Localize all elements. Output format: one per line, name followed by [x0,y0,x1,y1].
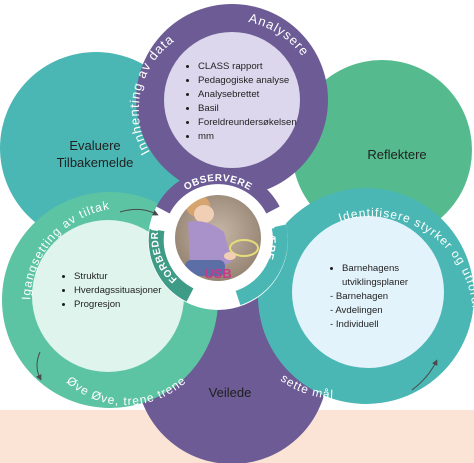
cycle-arrow-icon [222,292,238,307]
list-item: - Avdelingen [330,305,383,316]
petal-identifisere-inner [292,216,444,368]
list-item: Struktur [74,270,184,284]
center-label-usb: USB [204,266,231,281]
list-item: Basil [198,102,338,116]
ring-segment-observere [156,169,280,214]
list-item: mm [198,130,338,144]
list-item: Hverdagssituasjoner [74,284,184,298]
lower-left-petal-list: Struktur Hverdagssituasjoner Progresjon [60,270,184,312]
petal-title-evaluere: Evaluere Tilbakemelde [56,138,134,170]
petal-title-veilede: Veilede [208,385,252,400]
photo-border [173,193,263,283]
ring-segment-forbedre [148,228,194,302]
petal-title-reflektere: Reflektere [367,147,427,162]
ring-label-laere: LÆRE [263,226,277,261]
list-item: Progresjon [74,298,184,312]
petal-igangsetting-inner [32,220,184,372]
petal-innhenting-inner [164,32,300,168]
flow-arrow-top-left [119,208,159,216]
list-item: Pedagogiske analyse [198,74,338,88]
flow-arrow-left [35,351,42,381]
lower-right-petal-list: Barnehagens utviklingsplaner - Barnehage… [330,262,430,332]
flow-arrow-right [411,359,438,391]
list-item: Analysebrettet [198,88,338,102]
list-item: - Barnehagen [330,291,389,302]
top-petal-list: CLASS rapport Pedagogiske analyse Analys… [184,60,338,144]
list-item: CLASS rapport [198,60,338,74]
photo-child-drawing-chalk-icon [174,194,262,282]
ring-segment-laere [235,224,288,306]
list-item: Barnehagens utviklingsplaner [342,262,430,290]
list-item: Foreldreundersøkelsen [198,116,338,130]
list-item: - Individuell [330,319,379,330]
